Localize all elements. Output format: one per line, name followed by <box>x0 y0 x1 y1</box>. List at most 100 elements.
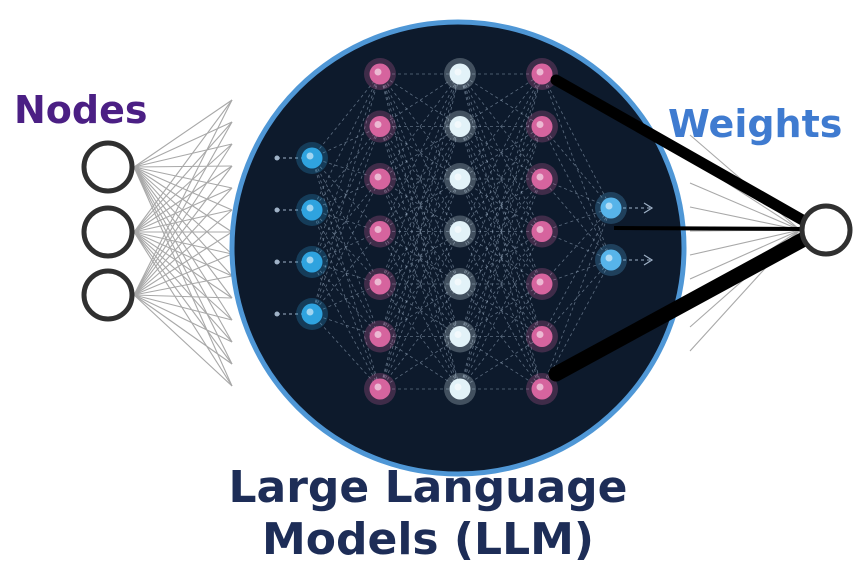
network-connection <box>541 207 612 337</box>
node-highlight <box>605 254 613 262</box>
network-connection <box>459 126 543 232</box>
network-connection <box>379 73 461 337</box>
node-highlight <box>454 173 462 181</box>
connector-line <box>133 143 233 168</box>
network-connection <box>459 283 543 337</box>
network-connection <box>541 207 612 390</box>
node-highlight <box>306 152 314 160</box>
node-highlight <box>536 278 544 286</box>
network-connection <box>541 259 612 337</box>
network-connection <box>541 178 612 209</box>
node-highlight <box>374 383 382 391</box>
network-connection <box>459 231 543 285</box>
connector-line <box>133 165 233 296</box>
network-connection <box>541 207 612 232</box>
network-connection <box>379 73 461 127</box>
connector-line <box>689 182 801 231</box>
connector-line <box>133 231 233 277</box>
network-connection <box>311 126 381 263</box>
node-highlight <box>454 278 462 286</box>
network-connection <box>541 231 612 261</box>
network-connection <box>379 126 461 180</box>
node-highlight <box>306 256 314 264</box>
node-highlight <box>306 308 314 316</box>
network-connection <box>459 73 543 285</box>
connector-line <box>133 121 233 296</box>
node-highlight <box>454 68 462 76</box>
network-connection <box>459 126 543 180</box>
outer-input-node <box>81 205 135 259</box>
node-highlight <box>605 202 613 210</box>
connector-line <box>133 121 233 168</box>
input-dot <box>274 155 280 161</box>
connector-line <box>133 209 233 296</box>
node-highlight <box>454 331 462 338</box>
outer-input-node <box>81 140 135 194</box>
weight-lines <box>548 74 814 382</box>
input-dot <box>274 311 280 317</box>
connector-line <box>133 294 233 387</box>
network-connection <box>459 126 543 337</box>
network-connection <box>459 73 543 180</box>
network-connection <box>459 283 543 390</box>
node-highlight <box>454 383 462 391</box>
network-connection <box>379 178 461 390</box>
node-highlight <box>374 68 382 76</box>
network-connection <box>311 313 381 390</box>
network-connection <box>379 126 461 337</box>
network-connection <box>311 73 381 159</box>
connector-line <box>133 231 233 365</box>
node-highlight <box>536 68 544 76</box>
network-connection <box>459 73 543 337</box>
network-connection <box>311 178 381 211</box>
network-connection <box>379 336 461 390</box>
caption-line-2: Models (LLM) <box>261 514 595 565</box>
node-highlight <box>306 204 314 212</box>
connector-line <box>133 143 233 233</box>
network-connection <box>379 283 461 337</box>
connector-line <box>133 294 233 365</box>
connector-line <box>133 99 233 233</box>
network-connection <box>541 126 612 261</box>
weight-line-middle <box>613 226 807 231</box>
connector-line <box>133 99 233 168</box>
network-connection <box>379 73 461 180</box>
caption: Large Language Models (LLM) <box>0 462 856 566</box>
connector-line <box>689 229 801 280</box>
network-connection <box>379 178 461 390</box>
network-connection <box>379 231 461 285</box>
connector-line <box>133 231 233 387</box>
network-connection <box>541 207 612 285</box>
network-connection <box>459 73 543 127</box>
connector-line <box>133 231 233 255</box>
connector-line <box>133 231 233 296</box>
connector-line <box>133 121 233 233</box>
network-connection <box>379 283 461 390</box>
network-connection <box>311 126 381 159</box>
node-highlight <box>374 278 382 286</box>
outer-input-node <box>81 268 135 322</box>
connector-line <box>133 165 233 233</box>
caption-line-1: Large Language <box>228 462 628 513</box>
network-connection <box>311 231 381 263</box>
network-connection <box>379 73 461 285</box>
network-connection <box>459 178 543 390</box>
connector-line <box>133 231 233 321</box>
connector-line <box>133 231 233 299</box>
network-connection <box>459 126 543 390</box>
output-arrow-icon <box>643 254 654 266</box>
outer-output-node <box>799 203 853 257</box>
node-highlight <box>374 121 382 128</box>
weights-label: Weights <box>668 102 843 146</box>
connector-line <box>133 294 233 321</box>
node-highlight <box>454 226 462 233</box>
left-connector-lines <box>133 99 233 387</box>
connector-line <box>133 187 233 296</box>
connector-line <box>133 294 233 299</box>
node-highlight <box>536 226 544 233</box>
node-highlight <box>536 331 544 338</box>
network-connection <box>459 178 543 390</box>
node-highlight <box>536 121 544 128</box>
weight-line-top <box>550 74 812 228</box>
